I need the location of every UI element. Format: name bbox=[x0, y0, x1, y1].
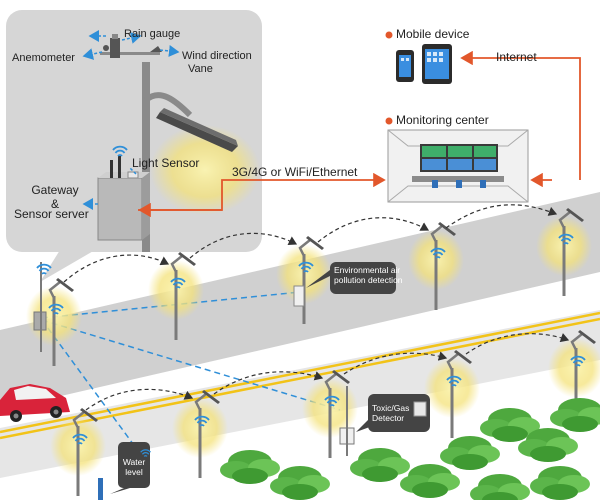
rain-gauge-sensor bbox=[110, 38, 120, 58]
env-bubble-text: Environmental air pollution detection bbox=[334, 265, 403, 285]
road-line-yellow-2 bbox=[0, 317, 600, 440]
connection-label: 3G/4G or WiFi/Ethernet bbox=[232, 165, 358, 179]
sensor-server-label: Sensor server bbox=[14, 207, 89, 221]
toxic-bubble-text: Toxic/Gas Detector bbox=[372, 403, 410, 423]
mobile-device-label: Mobile device bbox=[396, 27, 470, 41]
wind-vane-sensor bbox=[150, 46, 162, 52]
light-sensor-unit bbox=[127, 171, 139, 179]
vane-label: Vane bbox=[188, 63, 213, 75]
light-sensor-label: Light Sensor bbox=[132, 156, 200, 170]
inset-lamp-arm bbox=[144, 92, 193, 118]
gateway-label: Gateway & bbox=[31, 183, 79, 211]
road-line-yellow bbox=[0, 311, 600, 434]
car-icon bbox=[0, 384, 70, 422]
wind-direction-label: Wind direction bbox=[182, 50, 252, 62]
env-sensor-icon bbox=[293, 285, 305, 307]
water-bubble bbox=[118, 442, 150, 488]
env-bubble bbox=[330, 262, 396, 294]
inset-pole bbox=[142, 62, 150, 252]
lower-road bbox=[0, 310, 600, 478]
water-sensor-icon bbox=[98, 478, 103, 500]
inset-pointer bbox=[40, 250, 95, 282]
internet-label: Internet bbox=[496, 50, 537, 64]
gateway-box bbox=[97, 177, 143, 241]
water-bubble-text: Water level bbox=[122, 457, 146, 477]
anemometer-label: Anemometer bbox=[12, 52, 75, 64]
anemometer-sensor bbox=[103, 45, 109, 51]
monitoring-center-label: Monitoring center bbox=[396, 113, 489, 127]
rain-gauge-label: Rain gauge bbox=[124, 28, 181, 40]
mesh-links bbox=[63, 204, 570, 411]
center-to-mobile-link bbox=[460, 50, 581, 180]
inset-lamp-head bbox=[156, 112, 238, 152]
